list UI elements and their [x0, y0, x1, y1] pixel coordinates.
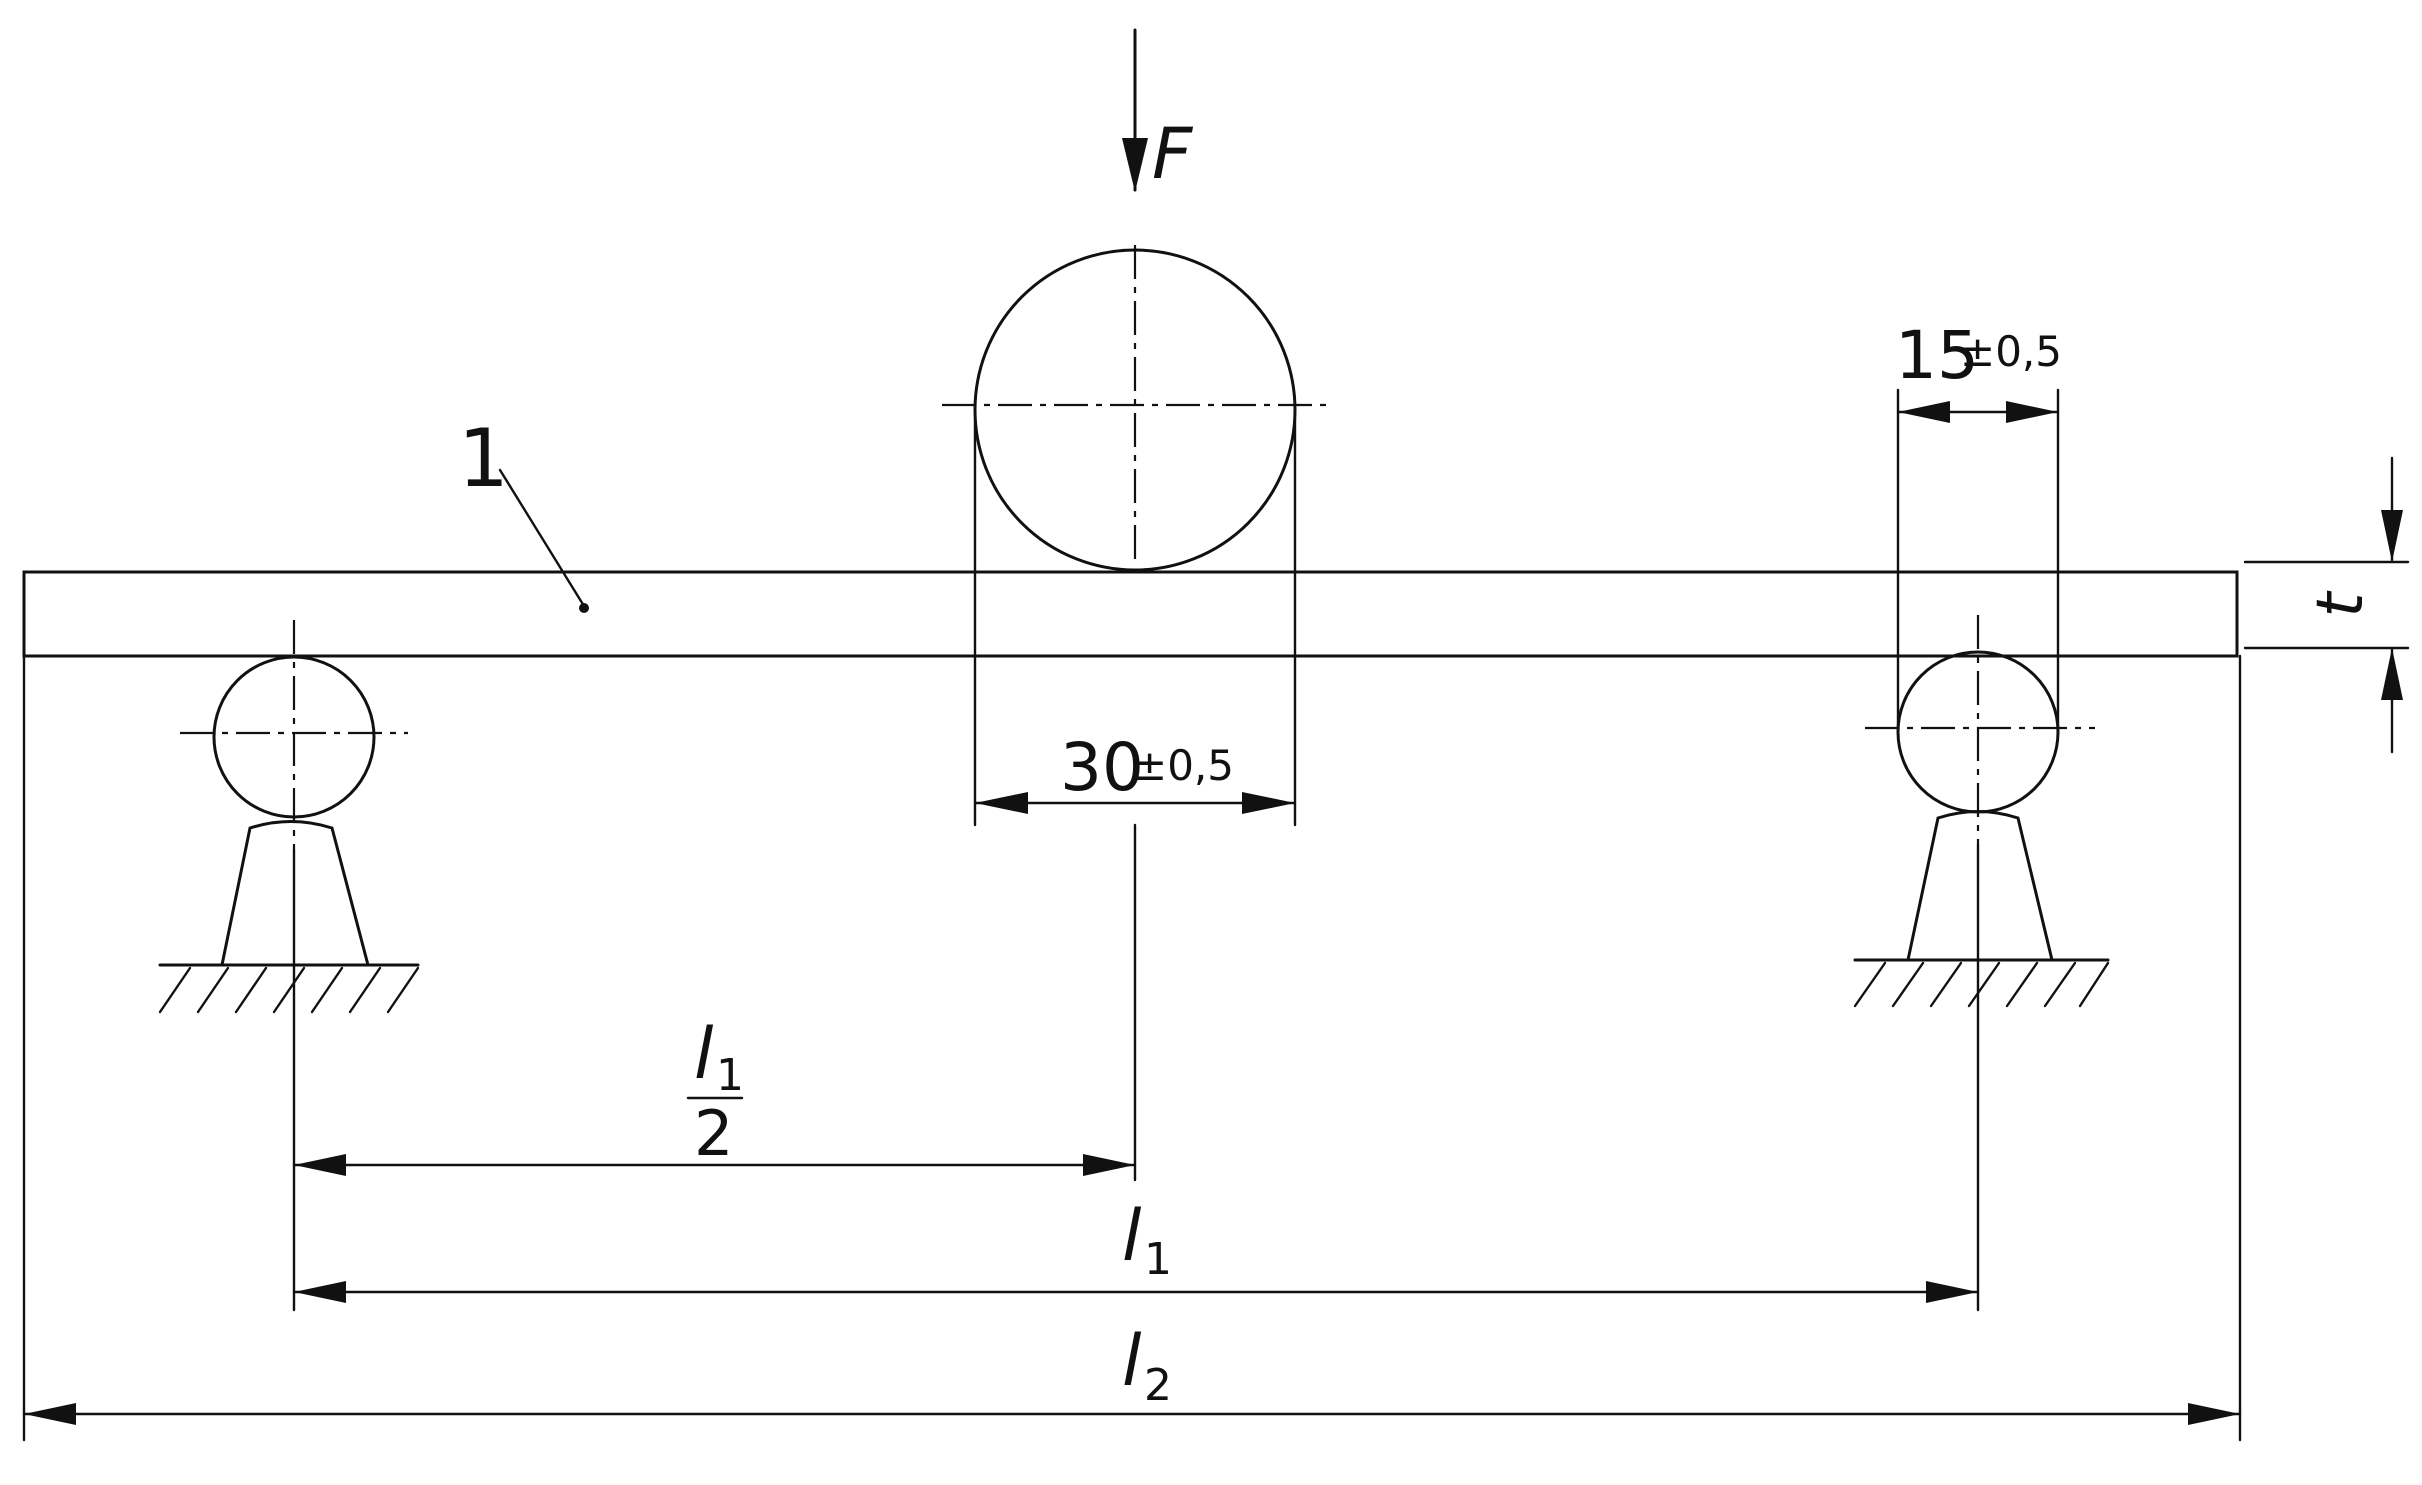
- loading-roller-diameter-value: 30: [1060, 729, 1144, 806]
- item-label-callout: 1: [458, 412, 589, 613]
- right-support: [1853, 615, 2110, 1312]
- half-span-numerator: l: [694, 1013, 714, 1095]
- half-span-numerator-subscript: 1: [716, 1050, 744, 1101]
- left-support-pedestal: [220, 820, 370, 967]
- span-subscript: 1: [1144, 1234, 1172, 1285]
- item-leader-dot: [579, 603, 589, 613]
- force-arrow-head: [1122, 138, 1148, 192]
- length-subscript: 2: [1144, 1360, 1172, 1411]
- loading-roller: [942, 245, 1328, 572]
- span-dimension: l 1: [292, 1195, 1980, 1303]
- right-support-ground-hatch: [1853, 961, 2110, 1008]
- half-span-denominator: 2: [694, 1097, 733, 1170]
- thickness-dimension: t: [2243, 456, 2410, 754]
- support-roller-width-value: 15: [1895, 317, 1979, 394]
- loading-roller-diameter-dimension: 30 ±0,5: [973, 418, 1297, 827]
- right-support-pedestal: [1906, 810, 2054, 962]
- test-specimen: [22, 570, 2239, 658]
- left-support: [158, 620, 420, 1312]
- force-arrow: F: [1122, 28, 1194, 195]
- support-roller-width-dimension: 15 ±0,5: [1895, 317, 2062, 730]
- thickness-label: t: [2304, 590, 2378, 618]
- left-support-ground-hatch: [158, 966, 420, 1014]
- half-span-dimension: l 1 2: [292, 1013, 1137, 1176]
- support-roller-width-tolerance: ±0,5: [1960, 327, 2062, 376]
- item-label: 1: [458, 412, 509, 505]
- length-dimension: l 2: [22, 1320, 2242, 1425]
- loading-roller-diameter-tolerance: ±0,5: [1132, 741, 1234, 790]
- item-leader-line: [498, 468, 586, 608]
- length-label: l: [1122, 1320, 1142, 1402]
- span-label: l: [1122, 1195, 1142, 1277]
- force-label: F: [1152, 113, 1194, 195]
